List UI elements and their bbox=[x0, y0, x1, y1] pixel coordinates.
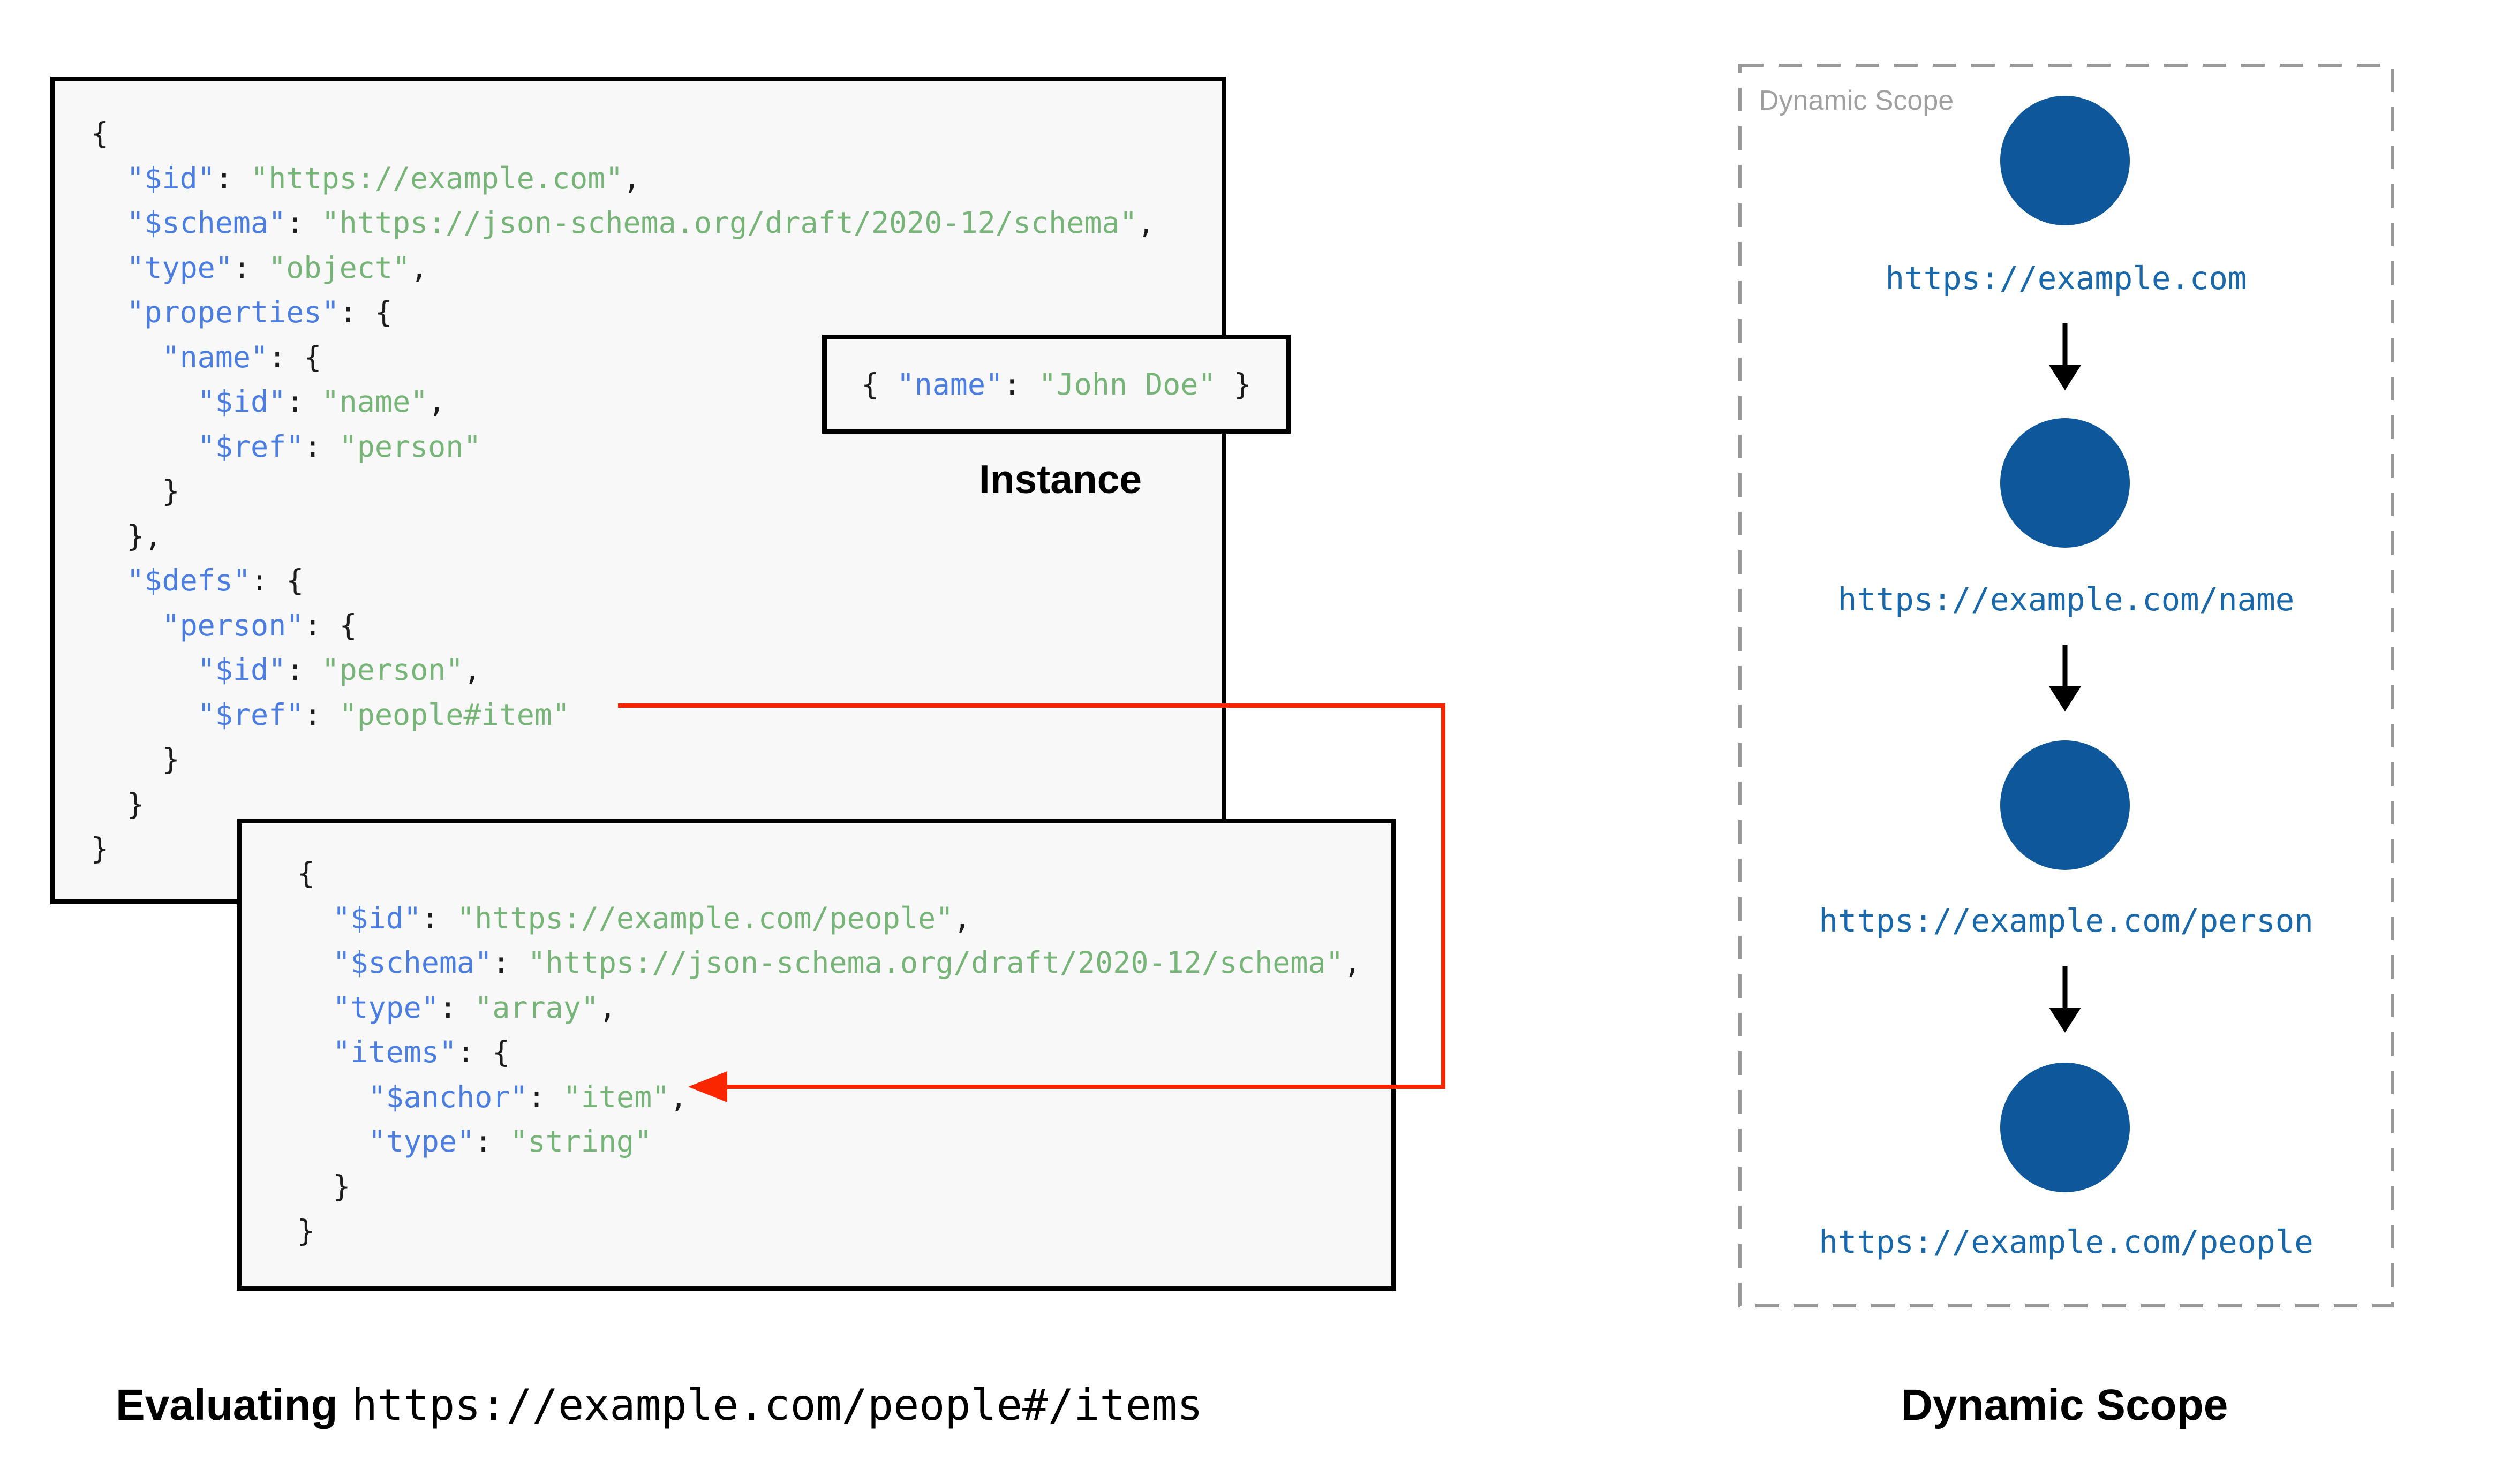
scope-node-url: https://example.com bbox=[1885, 260, 2247, 297]
down-arrow-icon bbox=[2049, 645, 2081, 711]
code-line: } bbox=[91, 786, 145, 821]
code-line: "items": { bbox=[333, 1035, 510, 1069]
instance-code: { "name": "John Doe" } bbox=[861, 367, 1252, 402]
instance-box: { "name": "John Doe" } bbox=[822, 335, 1291, 434]
code-line: "type": "array", bbox=[333, 990, 617, 1025]
code-line: "person": { bbox=[162, 608, 357, 642]
code-line: "$id": "name", bbox=[197, 384, 446, 419]
down-arrow-icon bbox=[2049, 323, 2081, 390]
instance-label: Instance bbox=[978, 457, 1142, 502]
code-line: "properties": { bbox=[126, 295, 393, 329]
scope-node-circle bbox=[2000, 740, 2130, 870]
down-arrow-icon bbox=[2049, 966, 2081, 1033]
evaluating-caption: Evaluating https://example.com/people#/it… bbox=[116, 1380, 1203, 1430]
scope-watermark: Dynamic Scope bbox=[1759, 85, 1954, 116]
dashed-border bbox=[1738, 64, 2394, 1307]
scope-caption: Dynamic Scope bbox=[1901, 1381, 2228, 1429]
people-schema-code: { "$id": "https://example.com/people", "… bbox=[242, 823, 1391, 1254]
code-line: { "name": "John Doe" } bbox=[861, 367, 1252, 402]
evaluating-caption-bold: Evaluating bbox=[116, 1381, 338, 1429]
people-schema-box: { "$id": "https://example.com/people", "… bbox=[237, 819, 1396, 1291]
code-line: "type": "string" bbox=[368, 1124, 652, 1159]
scope-node-url: https://example.com/person bbox=[1819, 902, 2313, 939]
code-line: "$anchor": "item", bbox=[368, 1079, 688, 1114]
code-line: } bbox=[91, 742, 180, 776]
evaluating-caption-uri: https://example.com/people#/items bbox=[351, 1380, 1203, 1430]
code-line: "$id": "https://example.com/people", bbox=[333, 900, 971, 935]
code-line: "$defs": { bbox=[126, 563, 304, 597]
code-line: { bbox=[297, 856, 315, 890]
code-line: "name": { bbox=[162, 339, 322, 374]
root-schema-code: { "$id": "https://example.com", "$schema… bbox=[55, 81, 1222, 872]
scope-node-circle bbox=[2000, 96, 2130, 225]
code-line: { bbox=[91, 116, 109, 150]
scope-node-url: https://example.com/people bbox=[1819, 1223, 2313, 1260]
scope-node-circle bbox=[2000, 1063, 2130, 1192]
code-line: "$id": "person", bbox=[197, 653, 481, 687]
dynamic-scope-panel: Dynamic Scope https://example.com https:/… bbox=[1738, 63, 2394, 1308]
scope-node-url: https://example.com/name bbox=[1837, 581, 2295, 618]
scope-node-circle bbox=[2000, 418, 2130, 548]
code-line: } bbox=[297, 1214, 315, 1248]
code-line: "$id": "https://example.com", bbox=[126, 161, 641, 195]
code-line: "$schema": "https://json-schema.org/draf… bbox=[126, 206, 1155, 240]
code-line: "type": "object", bbox=[126, 250, 428, 285]
code-line: }, bbox=[91, 518, 162, 553]
code-line: "$ref": "person" bbox=[197, 429, 481, 464]
code-line: } bbox=[91, 474, 180, 508]
code-line: } bbox=[91, 831, 109, 866]
code-line: "$schema": "https://json-schema.org/draf… bbox=[333, 945, 1361, 980]
code-line: } bbox=[297, 1169, 351, 1203]
code-line: "$ref": "people#item" bbox=[197, 697, 570, 732]
